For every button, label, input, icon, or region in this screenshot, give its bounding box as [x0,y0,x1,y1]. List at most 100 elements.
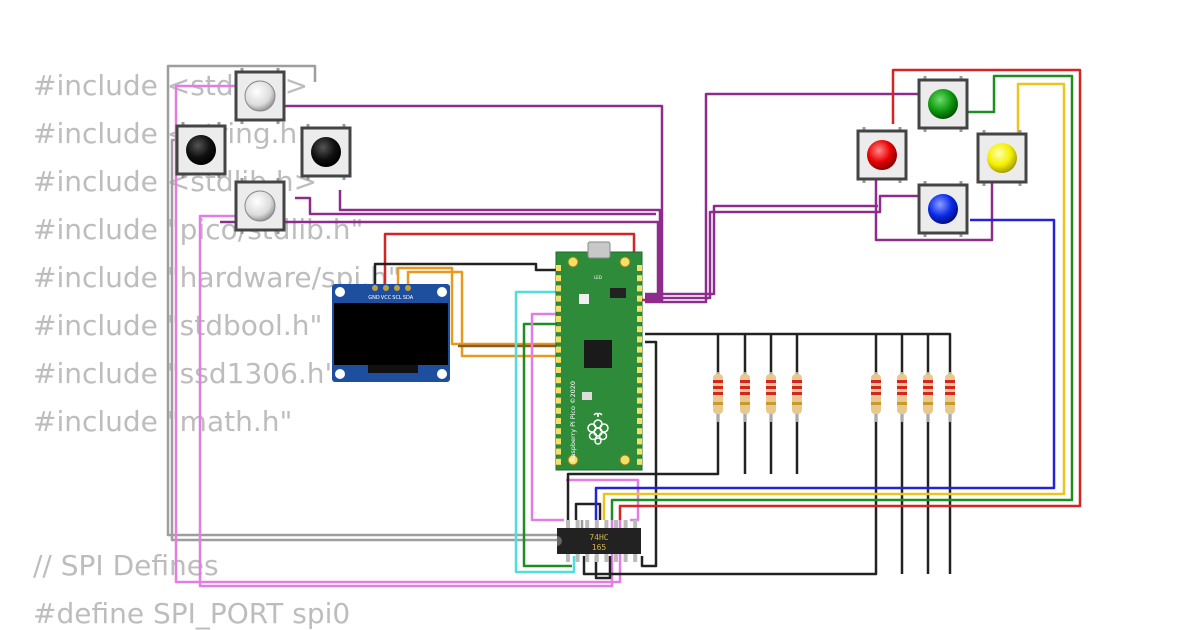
resistor [713,372,723,422]
oled-pin-headers [372,285,411,291]
wire-black [566,414,720,530]
wire-purple [645,194,918,300]
raspberry-pi-pico[interactable]: LED Raspberry Pi Pico ©2020 [555,241,643,471]
code-line: #include "stdbool.h" [33,309,323,342]
button-cap-black [311,137,341,167]
left-button-up[interactable] [234,68,286,124]
oled-ribbon [368,365,418,373]
button-cap-black [186,135,216,165]
wire-pink [174,84,622,584]
ic-notch [557,536,562,546]
raspberry-logo-icon [587,412,609,445]
ic-pin [614,520,618,528]
mount-hole [335,369,345,379]
right-button-right[interactable] [976,130,1028,186]
wire-pink [198,214,614,588]
pico-pin [556,295,561,302]
oled-pin-labels: GND VCC SCL SDA [368,295,413,301]
wire-purple [220,220,660,300]
right-button-left[interactable] [856,127,908,183]
pico-pin [556,458,561,465]
pico-pin [637,367,642,373]
wire-pink [530,312,564,522]
wire-yellow [602,82,1066,520]
pico-pin [556,418,561,424]
pico-pin [556,285,561,292]
pico-pin [637,428,642,435]
resistor [766,372,776,422]
pico-pin [637,275,642,282]
led-label: LED [594,275,602,280]
rp2040-chip [584,340,612,368]
ic-body [557,528,641,554]
wire-purple [285,104,664,302]
ic-pin [604,554,609,562]
ic-pin [594,554,599,562]
pin-label-scl: SCL [392,295,402,301]
left-button-down[interactable] [234,178,286,234]
oled-screen [334,303,448,365]
flash-chip [610,288,626,298]
ic-pin [633,520,638,528]
button-cap-white [244,80,276,112]
pin-label-sda: SDA [403,295,414,301]
ic-pins [566,520,638,562]
pico-pins-right [637,265,642,465]
pico-pin [556,387,561,394]
wire-black [645,332,952,380]
wire-orange [396,266,558,346]
button-cap-yellow [987,143,1017,173]
pico-pin [637,336,642,343]
pico-pin [556,275,561,282]
button-cap-red [867,140,897,170]
pico-pin [637,377,642,384]
wire-purple [645,92,918,304]
pico-board-text: Raspberry Pi Pico ©2020 [569,381,577,462]
pico-pin [637,316,642,322]
right-button-up[interactable] [917,76,969,132]
left-button-left[interactable] [175,122,227,178]
left-button-right[interactable] [300,124,352,180]
wire-black [640,340,658,568]
wire-red [618,68,1082,520]
pico-pin [556,407,561,414]
oled-display[interactable]: GND VCC SCL SDA [332,284,450,382]
button-cap-blue [928,194,958,224]
pico-pin [556,448,561,455]
pin-label-gnd: GND [368,295,380,301]
pico-pin [637,346,642,353]
ic-label-line2: 165 [592,543,607,552]
pico-pin [637,407,642,414]
mount-hole [437,369,447,379]
pico-pin [556,397,561,404]
wire-green [522,322,572,568]
pico-pin [556,346,561,353]
ic-pin [623,554,628,562]
pico-pin [637,356,642,363]
shift-register-74hc165[interactable]: 74HC 165 [557,520,641,562]
ic-pin [566,520,570,528]
resistor [923,372,933,422]
right-button-down[interactable] [917,181,969,237]
wire-blue [594,218,1056,520]
wire-black [594,556,612,580]
pico-pin [556,336,561,343]
wire-purple [645,204,878,296]
wire-cyan [514,290,576,574]
crystal [582,392,592,400]
resistor [897,372,907,422]
pico-pin [556,326,561,333]
code-line: #include "math.h" [33,405,293,438]
ic-pin [566,554,570,562]
resistor [740,372,750,422]
pico-pin [637,265,642,271]
pico-pin [637,305,642,312]
pico-pin [637,397,642,404]
pico-pin [637,285,642,292]
pico-pin [556,265,561,271]
bootsel-button [579,294,589,304]
button-cap-white [244,190,276,222]
pico-pin [637,448,642,455]
usb-connector [587,241,611,259]
